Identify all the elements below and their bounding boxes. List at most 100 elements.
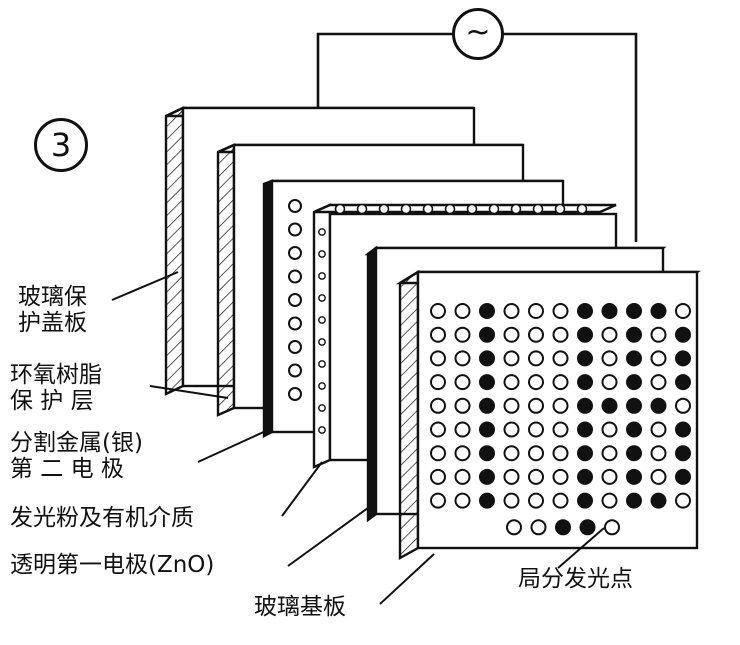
- lit-dot: [479, 326, 495, 343]
- lit-dot: [675, 350, 691, 367]
- label-second-electrode-1: 分割金属(银): [10, 430, 143, 456]
- lit-dot: [626, 468, 642, 485]
- phosphor-speck: [510, 203, 522, 215]
- phosphor-speck: [318, 272, 326, 280]
- unlit-dot: [430, 326, 446, 343]
- lit-dot: [675, 468, 691, 485]
- phosphor-speck: [318, 338, 326, 346]
- lit-dot: [626, 492, 642, 509]
- leader-epoxy: [149, 385, 229, 399]
- lit-dot: [577, 468, 593, 485]
- lit-dot: [675, 445, 691, 462]
- unlit-dot: [675, 397, 691, 414]
- electrode-dot-column: [288, 199, 302, 401]
- phosphor-speck: [318, 250, 326, 258]
- leader-glass-substrate: [379, 553, 435, 605]
- unlit-dot: [601, 421, 618, 438]
- phosphor-speck: [466, 203, 478, 215]
- phosphor-speck: [378, 203, 390, 215]
- lit-dot: [626, 350, 642, 367]
- electrode-dot: [288, 199, 302, 213]
- lit-dot: [577, 350, 593, 367]
- unlit-dot: [506, 519, 522, 536]
- unlit-dot: [675, 303, 691, 319]
- electrode-dot: [288, 340, 302, 354]
- phosphor-speck: [576, 203, 588, 215]
- phosphor-speck: [318, 316, 326, 324]
- unlit-dot: [430, 303, 446, 319]
- lit-dot: [626, 374, 642, 391]
- lit-dot: [577, 303, 593, 319]
- electrode-dot: [288, 222, 302, 237]
- label-glass-cover-1: 玻璃保: [18, 284, 87, 310]
- unlit-dot: [528, 445, 544, 462]
- lit-dot: [626, 421, 642, 438]
- lit-dot: [479, 445, 495, 462]
- lit-dot: [577, 374, 593, 391]
- lit-dot: [577, 326, 593, 343]
- phosphor-speck: [334, 203, 346, 215]
- unlit-dot: [650, 350, 667, 367]
- leader-lines: [111, 271, 605, 605]
- phosphor-speck: [422, 203, 434, 215]
- layer-first-electrode-edge: [366, 245, 378, 523]
- layer-second-electrode-edge: [262, 179, 274, 438]
- unlit-dot: [650, 374, 667, 391]
- unlit-dot: [530, 519, 547, 536]
- unlit-dot: [454, 326, 471, 343]
- lit-dot: [479, 492, 495, 509]
- unlit-dot: [601, 374, 618, 391]
- lit-dot: [555, 519, 571, 536]
- lit-dot: [479, 468, 495, 485]
- unlit-dot: [552, 374, 569, 391]
- wire-right: [504, 32, 638, 242]
- lit-dot: [675, 326, 691, 343]
- unlit-dot: [454, 350, 471, 367]
- lit-dot: [626, 326, 642, 343]
- lit-dot: [650, 397, 667, 414]
- phosphor-speck: [318, 426, 326, 434]
- electrode-dot: [288, 269, 302, 284]
- lit-dot: [675, 421, 691, 438]
- unlit-dot: [552, 397, 569, 414]
- leader-phosphor: [281, 461, 323, 517]
- label-second-electrode-2: 第 二 电 极: [10, 456, 124, 482]
- lit-dot: [626, 445, 642, 462]
- lit-dot: [579, 519, 596, 536]
- lit-dot: [577, 421, 593, 438]
- unlit-dot: [601, 445, 618, 462]
- electrode-dot: [288, 293, 302, 307]
- electrode-dot: [288, 387, 302, 401]
- phosphor-speck: [444, 203, 456, 215]
- leader-local-emission: [557, 527, 605, 569]
- unlit-dot: [552, 421, 569, 438]
- phosphor-speck: [318, 382, 326, 390]
- label-phosphor: 发光粉及有机介质: [10, 505, 194, 531]
- unlit-dot: [650, 326, 667, 343]
- label-glass-cover-2: 护盖板: [18, 310, 87, 336]
- phosphor-speck: [318, 404, 326, 412]
- lit-dot: [479, 374, 495, 391]
- lit-dot: [626, 303, 642, 319]
- lit-dot: [479, 350, 495, 367]
- ac-source-icon: ~: [452, 8, 504, 60]
- unlit-dot: [528, 468, 544, 485]
- lit-dot: [650, 492, 667, 509]
- layer-glass-substrate: [395, 269, 702, 561]
- phosphor-texture: [318, 203, 588, 434]
- unlit-dot: [454, 397, 471, 414]
- lit-dot: [577, 492, 593, 509]
- label-epoxy-1: 环氧树脂: [10, 362, 102, 388]
- electrode-dot: [288, 246, 302, 260]
- unlit-dot: [454, 374, 471, 391]
- lit-dot: [626, 397, 642, 414]
- unlit-dot: [601, 468, 618, 485]
- lit-dot: [601, 303, 618, 319]
- unlit-dot: [430, 397, 446, 414]
- unlit-dot: [528, 350, 544, 367]
- unlit-dot: [503, 374, 520, 391]
- unlit-dot: [528, 421, 544, 438]
- lit-dot: [577, 445, 593, 462]
- unlit-dot: [503, 492, 520, 509]
